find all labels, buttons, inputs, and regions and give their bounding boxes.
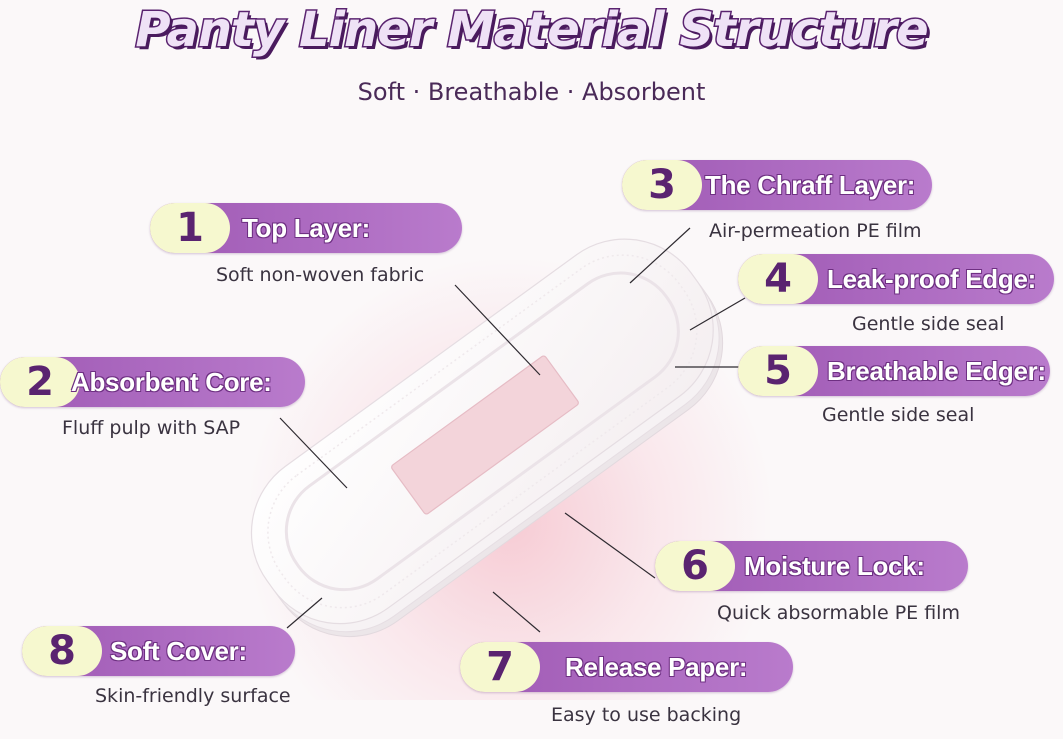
label-description-1: Soft non-woven fabric: [216, 264, 425, 286]
label-title-5: Breathable Edger:: [827, 356, 1046, 386]
label-description-3: Air-permeation PE film: [709, 220, 922, 242]
release-paper-strip: [391, 355, 579, 515]
leader-line-7: [492, 591, 541, 633]
label-description-5: Gentle side seal: [822, 404, 975, 426]
label-title-7: Release Paper:: [565, 652, 748, 682]
label-title-8: Soft Cover:: [110, 636, 247, 666]
label-release-paper: 7 Release Paper:: [460, 642, 793, 692]
badge-number-2: 2: [0, 357, 80, 407]
page-title: Panty Liner Material Structure: [134, 1, 930, 60]
leader-line-6: [564, 512, 656, 579]
badge-number-7: 7: [460, 642, 540, 692]
leader-line-1: [454, 284, 541, 376]
leader-line-2: [279, 417, 348, 489]
label-title-3: The Chraff Layer:: [705, 170, 916, 200]
badge-number-6: 6: [655, 541, 735, 591]
label-moisture-lock: 6 Moisture Lock:: [655, 541, 968, 591]
badge-number-4: 4: [738, 254, 818, 304]
badge-number-1: 1: [150, 203, 230, 253]
label-description-2: Fluff pulp with SAP: [62, 417, 241, 439]
label-description-7: Easy to use backing: [551, 704, 742, 726]
leader-line-4: [689, 297, 746, 331]
label-title-4: Leak-proof Edge:: [827, 264, 1036, 294]
label-title-1: Top Layer:: [242, 213, 370, 243]
label-description-6: Quick absormable PE film: [717, 602, 960, 624]
label-breathable-edger: 5 Breathable Edger:: [738, 346, 1050, 396]
label-chraff-layer: 3 The Chraff Layer:: [622, 160, 932, 210]
pad-emboss-channel: [284, 271, 680, 592]
label-title-6: Moisture Lock:: [744, 551, 925, 581]
leader-line-8: [286, 597, 323, 629]
badge-number-5: 5: [738, 346, 818, 396]
leader-line-3: [629, 227, 691, 284]
label-leak-proof-edge: 4 Leak-proof Edge:: [738, 254, 1054, 304]
label-description-8: Skin-friendly surface: [95, 685, 291, 707]
label-description-4: Gentle side seal: [852, 313, 1005, 335]
page-subtitle: Soft · Breathable · Absorbent: [357, 78, 706, 106]
label-top-layer: 1 Top Layer:: [150, 203, 462, 253]
label-title-2: Absorbent Core:: [71, 367, 272, 397]
label-soft-cover: 8 Soft Cover:: [22, 626, 295, 676]
badge-number-3: 3: [622, 160, 702, 210]
label-absorbent-core: 2 Absorbent Core:: [0, 357, 305, 407]
badge-number-8: 8: [22, 626, 102, 676]
